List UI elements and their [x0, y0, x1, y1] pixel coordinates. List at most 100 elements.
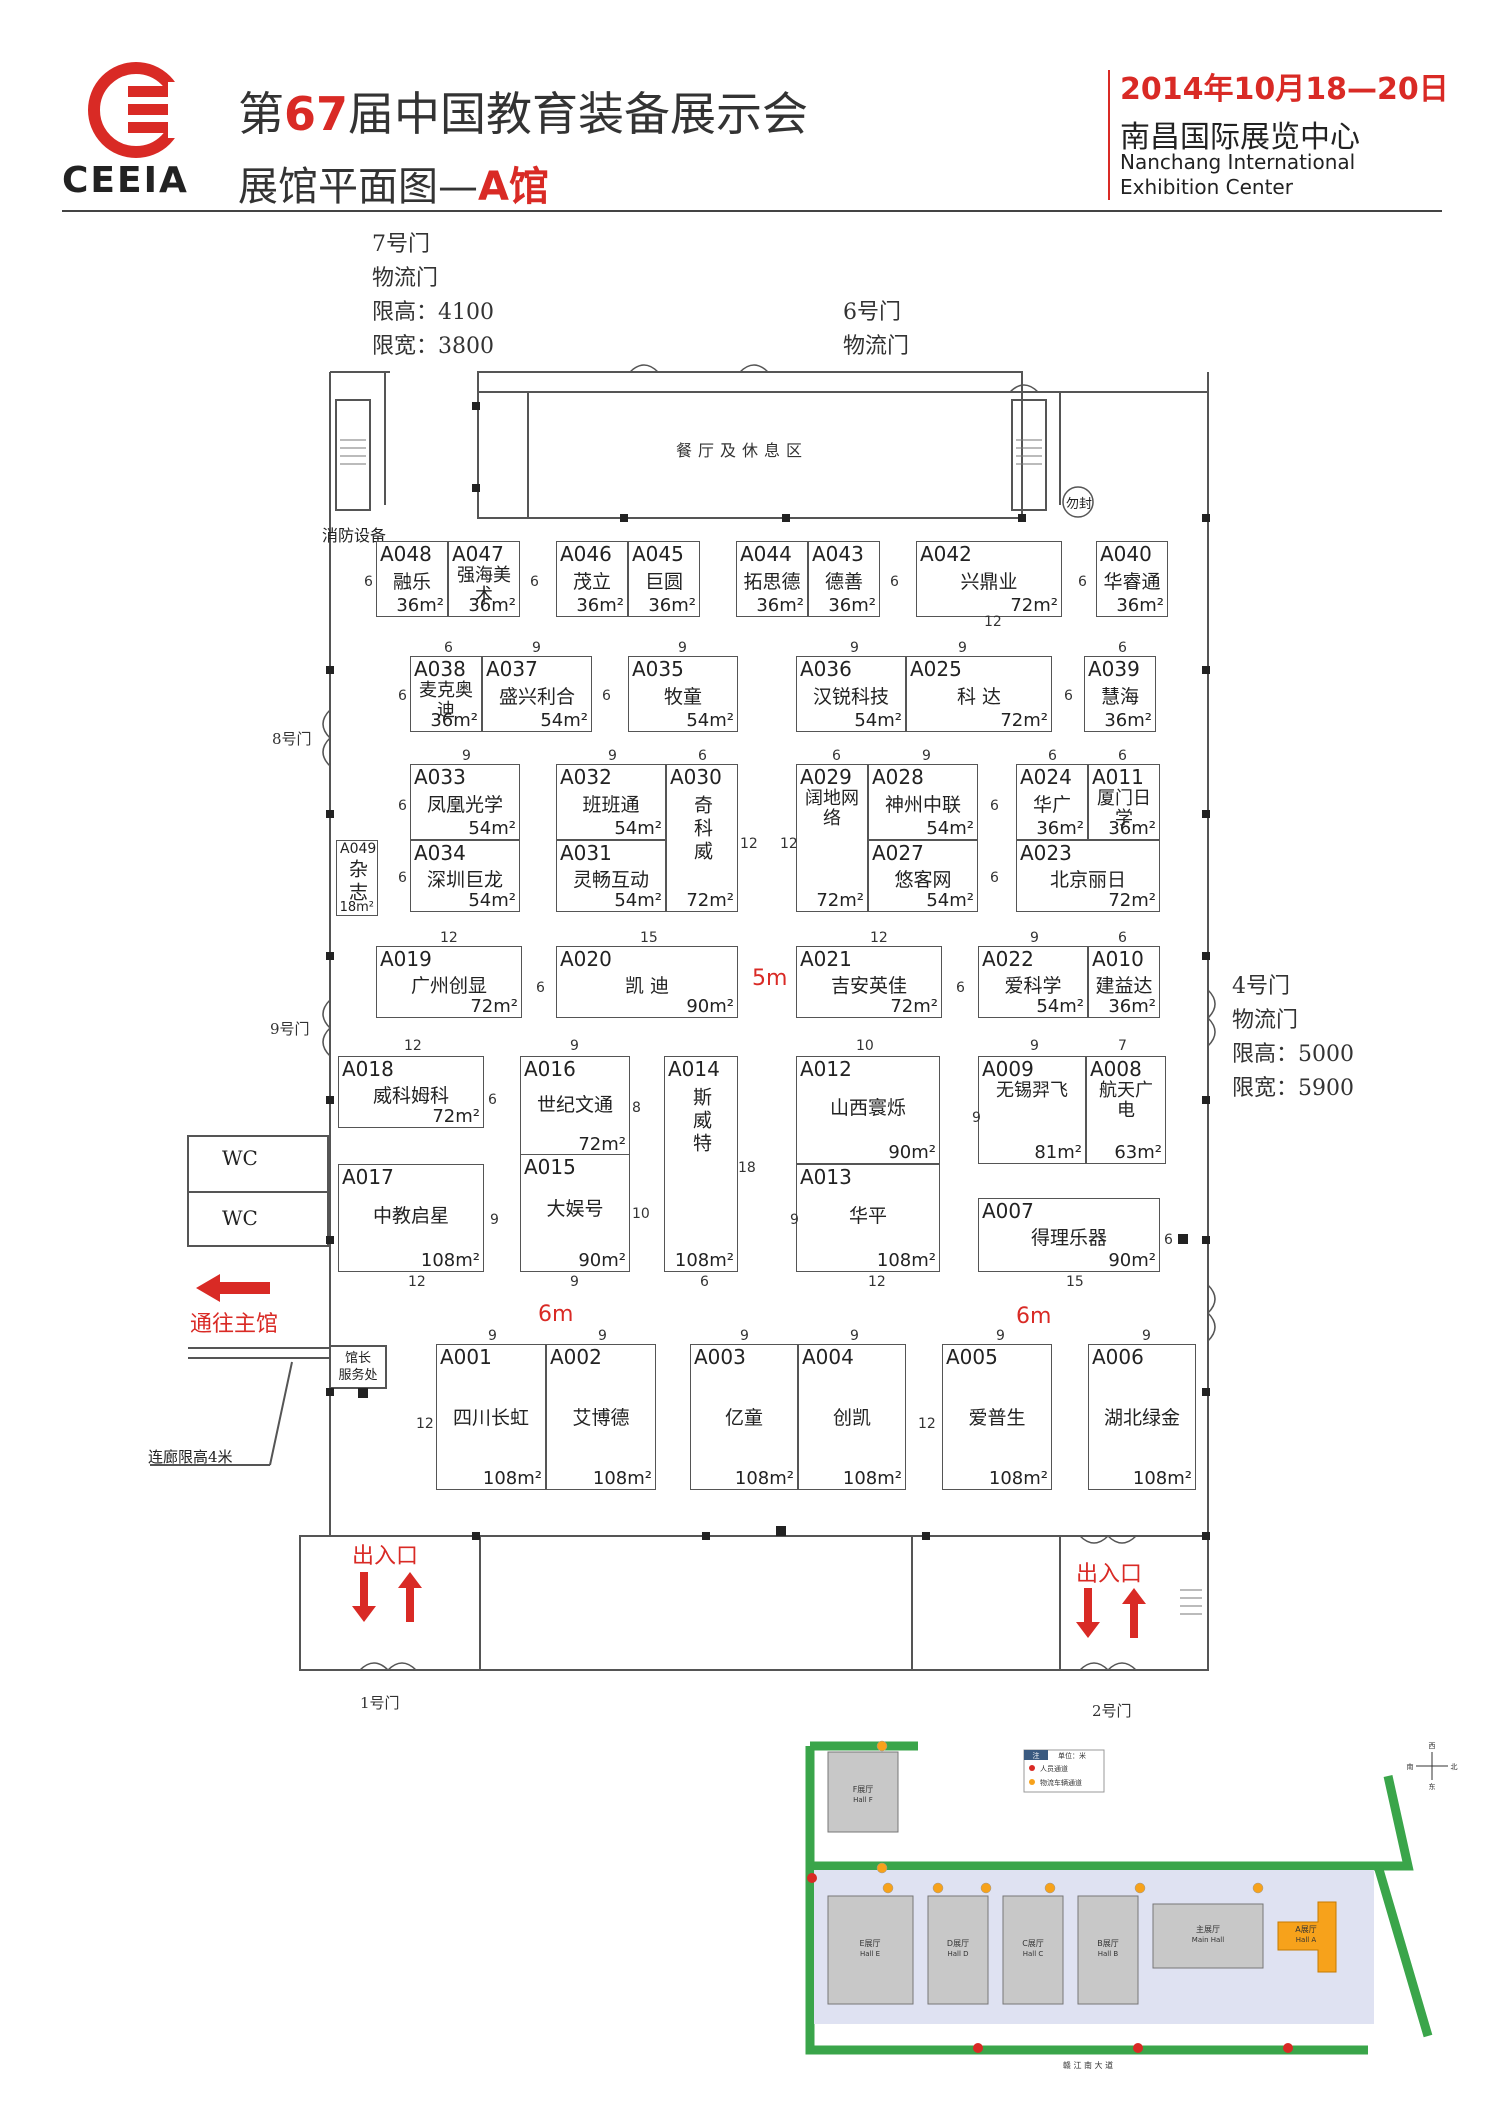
booth-id: A043: [812, 542, 864, 566]
dimension-marker: 12: [416, 1416, 434, 1432]
dimension-marker: 10: [632, 1206, 650, 1222]
svg-text:注: 注: [1033, 1751, 1040, 1760]
booth-area: 36m²: [396, 595, 444, 616]
booth-id: A020: [560, 947, 612, 971]
dimension-marker: 9: [490, 1212, 499, 1228]
booth-area: 108m²: [1132, 1468, 1192, 1489]
dimension-marker: 9: [850, 640, 859, 656]
booth-id: A044: [740, 542, 792, 566]
booth-exhibitor-name: 凤凰光学: [426, 794, 503, 817]
booth-id: A006: [1092, 1345, 1144, 1369]
booth-id: A035: [632, 657, 684, 681]
dimension-marker: 6: [1118, 640, 1127, 656]
booth-id: A034: [414, 841, 466, 865]
gate-2-label: 2号门: [1092, 1702, 1132, 1720]
ceeia-logo-icon: [88, 62, 184, 158]
booth-id: A004: [802, 1345, 854, 1369]
booth-exhibitor-name: 山西寰烁: [829, 1097, 906, 1120]
entrance-arrows-icon: [1076, 1588, 1146, 1638]
booth-id: A042: [920, 542, 972, 566]
booth-exhibitor-name: 融乐: [392, 571, 431, 594]
minimap-road-name: 赣 江 南 大 道: [1063, 2060, 1113, 2070]
booth-id: A039: [1088, 657, 1140, 681]
booth-exhibitor-name: 华睿通: [1103, 571, 1161, 594]
to-main-hall-label: 通往主馆: [190, 1312, 279, 1337]
booth-area: 36m²: [648, 595, 696, 616]
booth-exhibitor-name: 深圳巨龙: [426, 868, 503, 891]
dimension-marker: 6: [832, 748, 841, 764]
booth-id: A007: [982, 1199, 1034, 1223]
booth-area: 36m²: [576, 595, 624, 616]
dimension-marker: 6: [990, 798, 999, 814]
svg-text:Hall F: Hall F: [853, 1796, 873, 1804]
booth-exhibitor-name: 四川长虹: [452, 1406, 529, 1429]
booth-area: 81m²: [1034, 1142, 1082, 1163]
dimension-marker: 9: [922, 748, 931, 764]
booth-exhibitor-name: 汉锐科技: [812, 686, 889, 709]
hall-outline: [150, 364, 1216, 1671]
svg-text:Main Hall: Main Hall: [1192, 1936, 1224, 1944]
dimension-marker: 6: [398, 870, 407, 886]
logo-text: CEEIA: [62, 160, 189, 201]
dimension-marker: 6: [1164, 1232, 1173, 1248]
gate-8-label: 8号门: [272, 730, 312, 748]
booth-exhibitor-name: 凯 迪: [624, 974, 670, 997]
booth-exhibitor-name: 科 达: [956, 686, 1002, 709]
booth-id: A023: [1020, 841, 1072, 865]
booth-area: 108m²: [988, 1468, 1048, 1489]
corridor-label: 连廊限高4米: [148, 1448, 233, 1466]
svg-text:东: 东: [1429, 1782, 1436, 1791]
booth-area: 54m²: [614, 890, 662, 911]
minimap-hall-a: A展厅: [1295, 1925, 1316, 1934]
booth-exhibitor-name: 创凯: [832, 1406, 871, 1429]
booth-area: 63m²: [1114, 1142, 1162, 1163]
booth-area: 54m²: [468, 890, 516, 911]
booth-exhibitor-name: 世纪文通: [536, 1094, 613, 1117]
dimension-marker: 9: [570, 1038, 579, 1054]
booth-exhibitor-name: 华广: [1032, 794, 1071, 817]
booth-area: 54m²: [614, 818, 662, 839]
booth-id: A018: [342, 1057, 394, 1081]
dimension-marker: 6: [890, 574, 899, 590]
restaurant-area-label: 餐厅及休息区: [676, 441, 809, 460]
dimension-marker: 12: [780, 836, 798, 852]
minimap-hall-e: E展厅: [859, 1939, 880, 1948]
booth-area: 90m²: [1108, 1250, 1156, 1271]
booth-area: 72m²: [470, 996, 518, 1017]
page-subtitle: 展馆平面图—A馆: [238, 164, 549, 210]
booth-area: 36m²: [1104, 710, 1152, 731]
svg-text:西: 西: [1429, 1742, 1436, 1750]
gate-1-label: 1号门: [360, 1694, 400, 1712]
svg-text:Hall D: Hall D: [947, 1950, 968, 1958]
booth-area: 108m²: [482, 1468, 542, 1489]
booth-id: A022: [982, 947, 1034, 971]
svg-text:人员通道: 人员通道: [1040, 1764, 1068, 1773]
dimension-marker: 6: [700, 1274, 709, 1290]
booth-exhibitor-name: 神州中联: [884, 794, 961, 817]
dimension-marker: 12: [440, 930, 458, 946]
booth-exhibitor-name: 巨圆: [644, 571, 683, 594]
booth-id: A029: [800, 765, 852, 789]
dimension-marker: 12: [918, 1416, 936, 1432]
dimension-marker: 6: [398, 688, 407, 704]
booth-id: A040: [1100, 542, 1152, 566]
dimension-marker: 15: [1066, 1274, 1084, 1290]
booth-exhibitor-name: 建益达: [1095, 974, 1153, 997]
venue-name-cn: 南昌国际展览中心: [1120, 120, 1360, 155]
booth-exhibitor-name: 北京丽日: [1049, 868, 1126, 891]
booth-exhibitor-name: 湖北绿金: [1103, 1406, 1180, 1429]
page-title: 第67届中国教育装备展示会: [238, 87, 809, 141]
booth-id: A009: [982, 1057, 1034, 1081]
svg-text:物流车辆通道: 物流车辆通道: [1040, 1778, 1082, 1787]
